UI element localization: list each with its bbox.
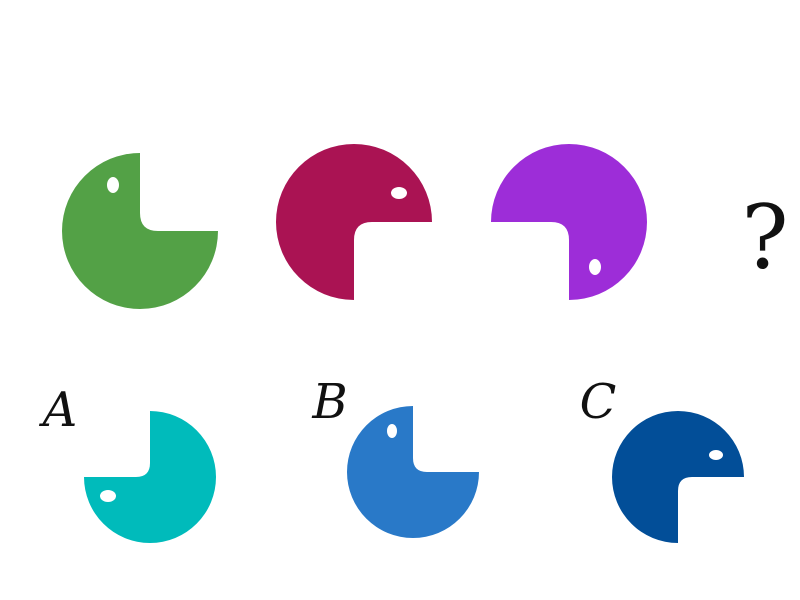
option-a[interactable]: A (39, 382, 216, 543)
option-b[interactable]: B (311, 374, 479, 538)
options-row: A B C (39, 374, 744, 543)
option-c-label: C (580, 374, 617, 430)
option-c[interactable]: C (580, 374, 744, 543)
question-mark: ? (741, 186, 788, 289)
eye-icon (709, 450, 723, 460)
sequence-shape-2-icon (276, 144, 432, 300)
eye-icon (391, 187, 407, 199)
sequence-row: ? (62, 144, 789, 309)
eye-icon (589, 259, 601, 275)
sequence-shape-1-icon (62, 153, 218, 309)
option-a-shape-icon (84, 411, 216, 543)
eye-icon (387, 424, 397, 438)
option-b-shape-icon (347, 406, 479, 538)
eye-icon (100, 490, 116, 502)
option-c-shape-icon (612, 411, 744, 543)
option-b-label: B (311, 374, 347, 430)
sequence-shape-3-icon (491, 144, 647, 300)
eye-icon (107, 177, 119, 193)
option-a-label: A (39, 382, 78, 438)
